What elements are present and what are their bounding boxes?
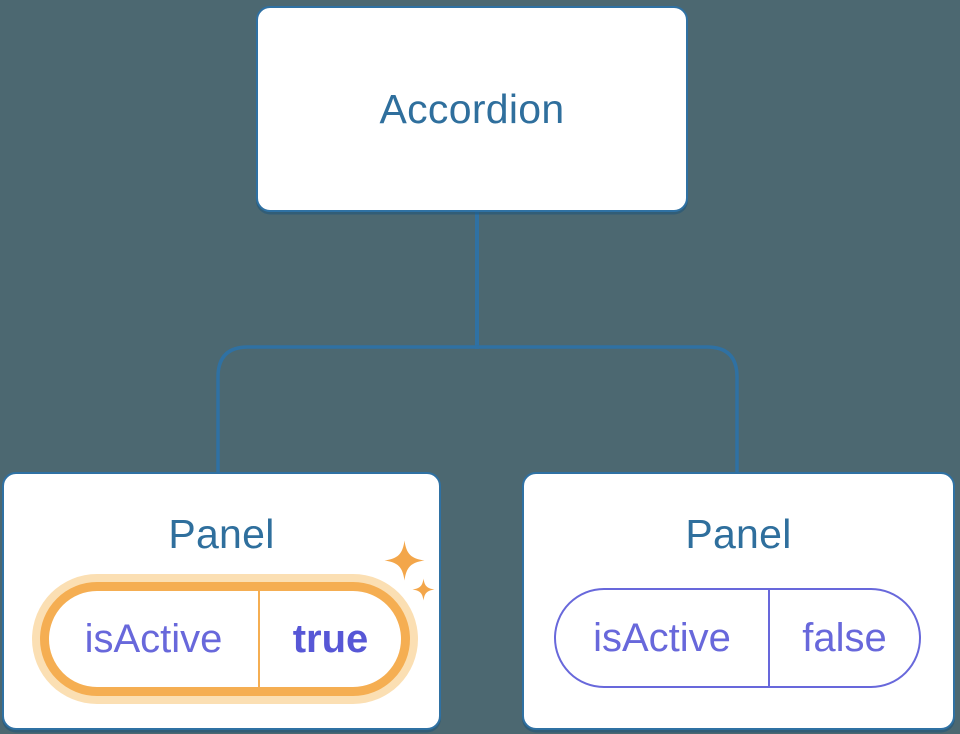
state-pill-inactive: isActive false: [554, 588, 921, 688]
panel-component-node-active: Panel isActive true: [2, 472, 441, 730]
panel-title: Panel: [4, 510, 439, 558]
pill-divider: [768, 590, 770, 686]
state-value-label: false: [802, 615, 887, 660]
panel-title: Panel: [524, 510, 953, 558]
state-key-label: isActive: [593, 615, 731, 660]
panel-component-node-inactive: Panel isActive false: [522, 472, 955, 730]
panel-label: Panel: [168, 510, 275, 557]
connector-bracket: [216, 345, 739, 474]
state-key-label: isActive: [84, 616, 223, 661]
state-pill-active: isActive true: [40, 582, 410, 696]
pill-divider: [258, 591, 260, 687]
state-value-label: true: [292, 616, 369, 661]
accordion-component-node: Accordion: [256, 6, 688, 212]
sparkle-small: [412, 578, 435, 601]
accordion-label: Accordion: [379, 85, 565, 132]
panel-label: Panel: [685, 510, 792, 557]
